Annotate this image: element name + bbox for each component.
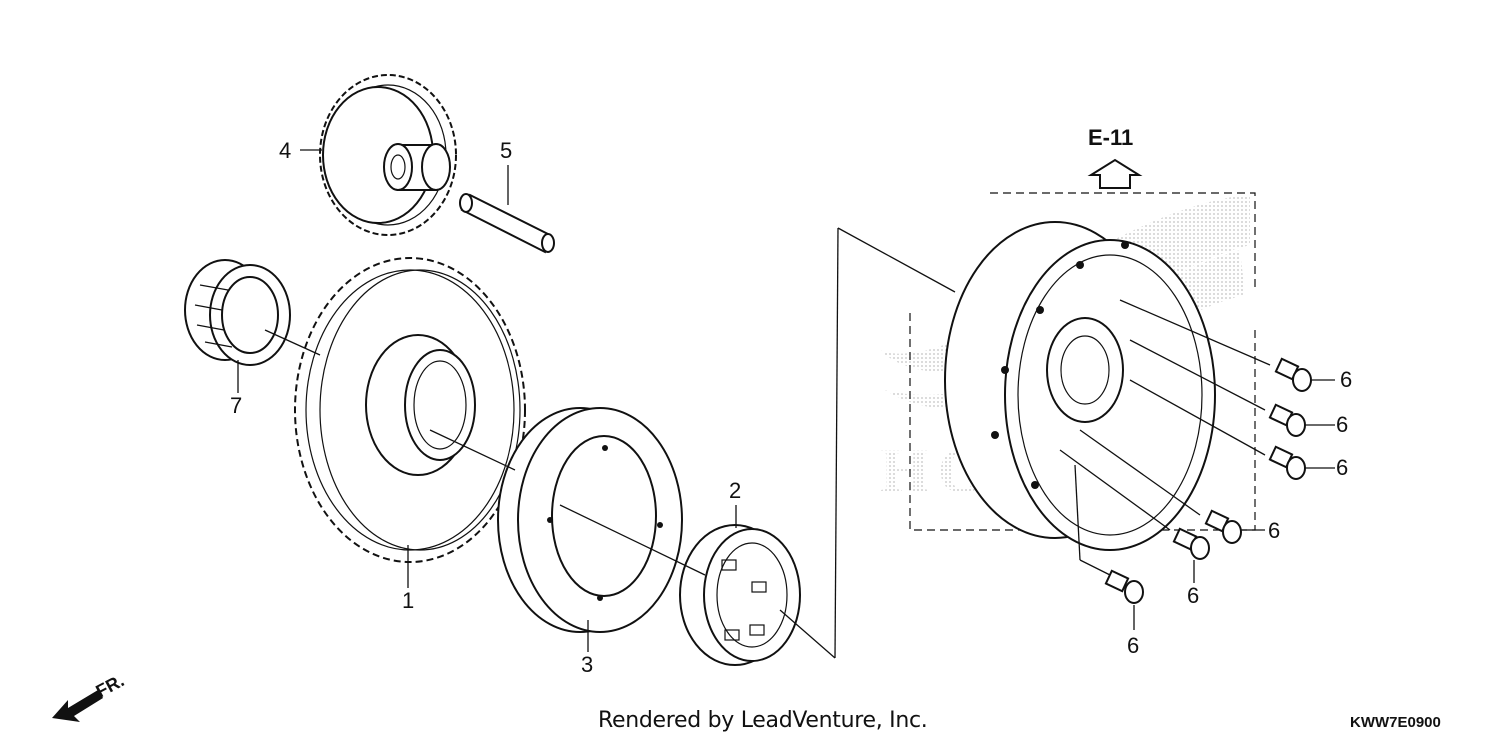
leader-lines — [237, 149, 1335, 659]
reference-e11: E-11 — [1087, 125, 1143, 189]
bolt — [1274, 357, 1312, 392]
callout-6: 6 — [1127, 633, 1139, 658]
callout-6: 6 — [1336, 412, 1348, 437]
part-1-driven-gear — [294, 257, 526, 563]
diagram-code: KWW7E0900 — [1350, 714, 1441, 731]
callout-4: 4 — [279, 138, 291, 163]
callout-5: 5 — [500, 138, 512, 163]
callout-6: 6 — [1187, 583, 1199, 608]
part-5-pin — [459, 193, 555, 254]
bolt — [1172, 527, 1210, 560]
front-direction-arrow: FR. — [52, 670, 127, 722]
bolt — [1268, 445, 1306, 480]
part-3-clutch-outer — [497, 407, 683, 633]
callout-6: 6 — [1268, 518, 1280, 543]
part-6-bolts — [1104, 357, 1312, 604]
part-4-gear — [319, 74, 457, 236]
callout-6: 6 — [1340, 367, 1352, 392]
flywheel-rotor — [909, 192, 1256, 551]
bolt — [1204, 509, 1242, 544]
callout-1: 1 — [402, 588, 414, 613]
bolt — [1104, 569, 1144, 604]
part-7-needle-bearing — [184, 259, 291, 366]
callout-6: 6 — [1336, 455, 1348, 480]
render-credit: Rendered by LeadVenture, Inc. — [598, 708, 928, 733]
part-2-one-way-clutch — [679, 524, 801, 666]
callout-3: 3 — [581, 652, 593, 677]
bolt — [1268, 403, 1306, 437]
callout-2: 2 — [729, 478, 741, 503]
callout-7: 7 — [230, 393, 242, 418]
reference-label: E-11 — [1088, 125, 1133, 150]
